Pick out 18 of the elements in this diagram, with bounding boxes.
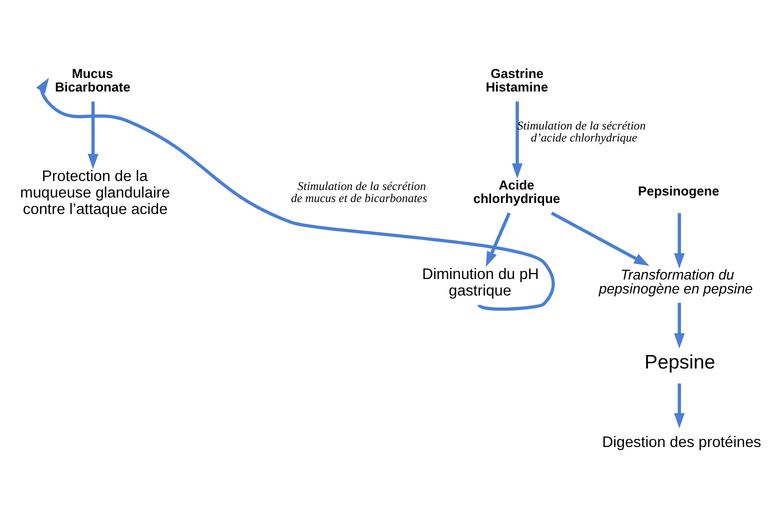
arrow xyxy=(674,382,685,428)
arrow xyxy=(36,77,555,310)
arrow xyxy=(550,211,650,266)
node-text: Pepsine xyxy=(644,350,716,373)
arrow xyxy=(674,302,685,348)
arrow xyxy=(674,212,685,268)
node-text: Diminution du pH gastrique xyxy=(422,266,539,299)
arrow xyxy=(486,212,511,266)
node-text: Transformation du pepsinogène en pepsine xyxy=(598,266,753,296)
node-text: Pepsinogene xyxy=(638,183,720,198)
arrow xyxy=(512,101,523,178)
node-text: Acide chlorhydrique xyxy=(473,177,560,206)
node-text: Protection de la muqueuse glandulaire contre l’attaque acide xyxy=(20,168,170,218)
node-text: Gastrine Histamine xyxy=(486,66,548,94)
arrow xyxy=(88,101,98,169)
node-text: Digestion des protéines xyxy=(602,434,762,451)
edge-label: Stimulation de la sécrétion de mucus et de bicarbonates xyxy=(291,178,428,204)
node-text: Mucus Bicarbonate xyxy=(54,66,130,94)
